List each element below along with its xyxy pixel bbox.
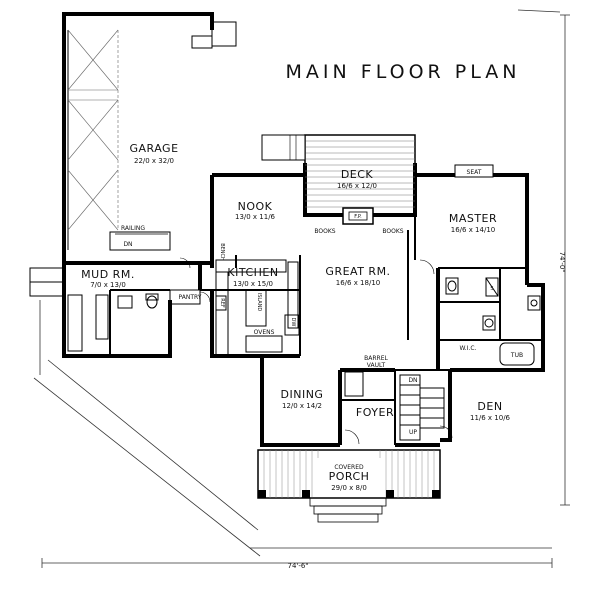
master-name: MASTER xyxy=(449,212,497,225)
garage-dn-label: DN xyxy=(123,241,132,248)
island-label: ISLAND xyxy=(256,293,262,312)
barrel-vault-line1: BARREL xyxy=(364,355,388,362)
nook-dims: 13/0 x 11/6 xyxy=(235,213,276,221)
garage-name: GARAGE xyxy=(129,142,178,155)
plan-title: MAIN FLOOR PLAN xyxy=(286,61,521,83)
kitchen-dims: 13/0 x 15/0 xyxy=(233,280,273,288)
shower-s-label: S xyxy=(490,286,493,292)
den-name: DEN xyxy=(477,400,502,413)
interior-walls xyxy=(109,215,543,445)
foyer-stairs xyxy=(344,371,445,441)
garage-dims: 22/0 x 32/0 xyxy=(134,157,174,165)
nook-name: NOOK xyxy=(238,200,273,213)
kitchen-fixtures xyxy=(215,259,300,357)
bench-label: BENCH xyxy=(219,243,225,261)
dining-name: DINING xyxy=(281,388,324,401)
overall-depth-label: 74'-0" xyxy=(558,251,566,272)
foyer-dn-label: DN xyxy=(408,377,417,384)
seat-label: SEAT xyxy=(467,169,482,176)
great-room-dims: 16/6 x 18/10 xyxy=(336,279,381,287)
dimension-lines xyxy=(33,9,570,568)
books-right-label: BOOKS xyxy=(382,228,403,235)
railing-label: RAILING xyxy=(121,225,145,232)
covered-porch xyxy=(257,449,441,523)
books-left-label: BOOKS xyxy=(314,228,335,235)
pantry-label: PANTRY xyxy=(179,294,202,301)
dw-label: DW xyxy=(290,318,296,327)
foyer-up-label: UP xyxy=(409,429,417,436)
ref-label: REF xyxy=(219,298,225,308)
mud-room-dims: 7/0 x 13/0 xyxy=(90,281,126,289)
porch-line2: PORCH xyxy=(329,470,370,483)
tub-label: TUB xyxy=(510,352,523,359)
master-seat xyxy=(454,164,494,178)
great-room-name: GREAT RM. xyxy=(325,265,390,278)
den-dims: 11/6 x 10/6 xyxy=(470,414,511,422)
kitchen-name: KITCHEN xyxy=(227,266,278,279)
master-bath xyxy=(445,277,541,366)
dining-dims: 12/0 x 14/2 xyxy=(282,402,322,410)
deck xyxy=(261,134,416,225)
mud-room-fixtures xyxy=(29,267,201,352)
mud-room-name: MUD RM. xyxy=(81,268,135,281)
barrel-vault-line2: VAULT xyxy=(367,362,386,369)
foyer-name: FOYER xyxy=(356,406,394,419)
porch-dims: 29/0 x 8/0 xyxy=(331,484,367,492)
ovens-label: OVENS xyxy=(254,329,275,336)
door-swings xyxy=(179,257,453,445)
deck-name: DECK xyxy=(341,168,374,181)
wic-label: W.I.C. xyxy=(460,345,477,352)
porch-line1: COVERED xyxy=(334,464,364,471)
master-dims: 16/6 x 14/10 xyxy=(451,226,496,234)
deck-dims: 16/6 x 12/0 xyxy=(337,182,377,190)
fireplace-label: F.P. xyxy=(354,214,362,220)
overall-width-label: 74'-6" xyxy=(287,562,308,570)
